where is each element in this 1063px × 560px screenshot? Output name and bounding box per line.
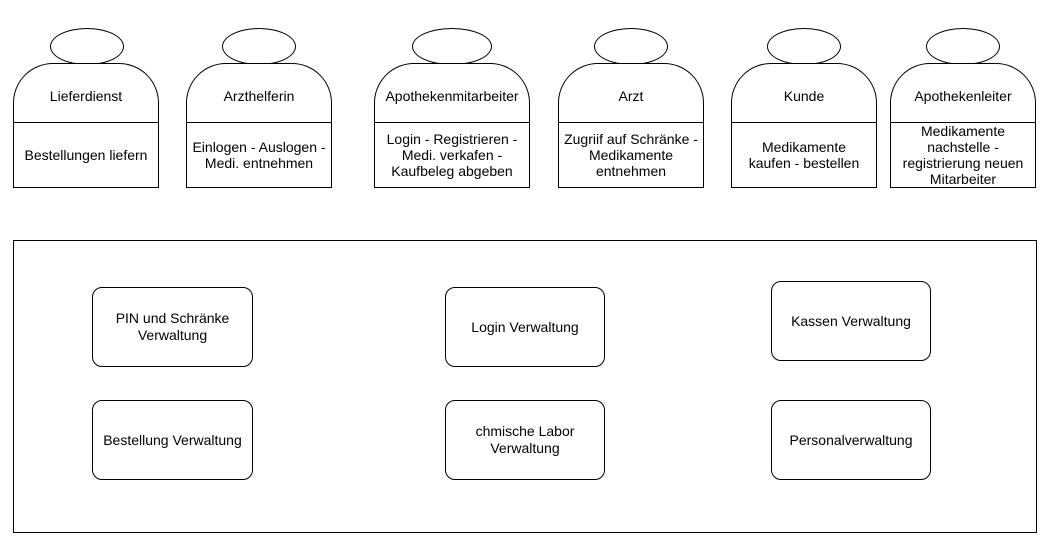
actor-head: [926, 28, 1000, 65]
module-label: Login Verwaltung: [471, 318, 579, 335]
actor-head: [412, 28, 492, 65]
actor-head: [222, 28, 296, 65]
actor-description-text: Zugriif auf Schränke - Medikamente entne…: [564, 131, 698, 179]
actor-arzt: Arzt Zugriif auf Schränke - Medikamente …: [558, 28, 704, 188]
actor-head: [767, 28, 841, 65]
module-bestellung: Bestellung Verwaltung: [92, 400, 253, 480]
module-login: Login Verwaltung: [445, 287, 605, 367]
actor-body: Apothekenleiter Medikamente nachstelle -…: [890, 63, 1036, 188]
actor-kunde: Kunde Medikamente kaufen - bestellen: [731, 28, 877, 188]
actor-description-text: Einlogen - Auslogen -Medi. entnehmen: [192, 139, 326, 171]
module-personal: Personalverwaltung: [771, 400, 931, 480]
actor-name: Arzthelferin: [223, 88, 295, 104]
module-chemische-labor: chmische Labor Verwaltung: [445, 400, 605, 480]
actor-body: Apothekenmitarbeiter Login - Registriere…: [374, 63, 530, 188]
actor-apothekenmitarbeiter: Apothekenmitarbeiter Login - Registriere…: [374, 28, 530, 188]
module-label: chmische Labor Verwaltung: [475, 423, 575, 456]
module-label: Personalverwaltung: [789, 431, 913, 448]
actor-divider: [14, 122, 158, 123]
actor-body: Arzt Zugriif auf Schränke - Medikamente …: [558, 63, 704, 188]
actor-divider: [187, 122, 331, 123]
actor-divider: [375, 122, 529, 123]
actor-description-text: Medikamente kaufen - bestellen: [748, 139, 860, 171]
module-label: Kassen Verwaltung: [791, 312, 911, 329]
actor-name: Apothekenmitarbeiter: [385, 88, 519, 104]
module-label: Bestellung Verwaltung: [103, 431, 242, 448]
actor-description: Zugriif auf Schränke - Medikamente entne…: [559, 123, 703, 187]
actor-name: Kunde: [783, 88, 825, 104]
actor-body: Arzthelferin Einlogen - Auslogen -Medi. …: [186, 63, 332, 188]
actor-lieferdienst: Lieferdienst Bestellungen liefern: [13, 28, 159, 188]
actor-name: Lieferdienst: [49, 88, 123, 104]
actor-name: Apothekenleiter: [914, 88, 1012, 104]
actor-name: Arzt: [618, 88, 644, 104]
actor-divider: [559, 122, 703, 123]
actor-description-text: Bestellungen liefern: [24, 147, 148, 163]
actor-description-text: Login - Registrieren - Medi. verkafen - …: [386, 131, 518, 179]
actor-divider: [732, 122, 876, 123]
actor-description: Bestellungen liefern: [14, 123, 158, 187]
actor-description: Medikamente kaufen - bestellen: [732, 123, 876, 187]
actor-body: Kunde Medikamente kaufen - bestellen: [731, 63, 877, 188]
module-label: PIN und Schränke Verwaltung: [115, 310, 230, 343]
actor-description: Medikamente nachstelle - registrierung n…: [891, 123, 1035, 187]
module-kassen: Kassen Verwaltung: [771, 281, 931, 361]
actor-divider: [891, 122, 1035, 123]
actor-head: [594, 28, 668, 65]
actor-description: Einlogen - Auslogen -Medi. entnehmen: [187, 123, 331, 187]
actor-body: Lieferdienst Bestellungen liefern: [13, 63, 159, 188]
actor-description-text: Medikamente nachstelle - registrierung n…: [902, 123, 1024, 187]
actor-arzthelferin: Arzthelferin Einlogen - Auslogen -Medi. …: [186, 28, 332, 188]
module-pin-schraenke: PIN und Schränke Verwaltung: [92, 287, 253, 367]
actor-head: [50, 28, 124, 65]
actor-apothekenleiter: Apothekenleiter Medikamente nachstelle -…: [890, 28, 1036, 188]
actor-description: Login - Registrieren - Medi. verkafen - …: [375, 123, 529, 187]
